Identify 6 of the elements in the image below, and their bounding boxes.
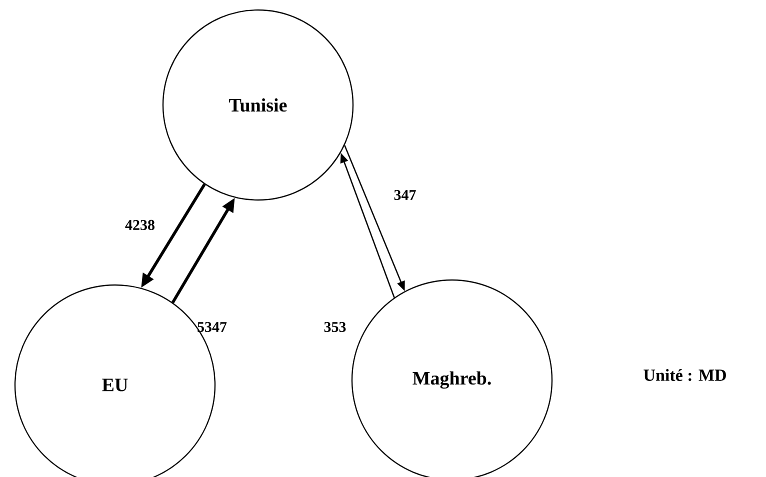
unit-note: Unité : MD (644, 368, 726, 382)
edge-label: 4238 (125, 220, 154, 230)
circle-node: Tunisie (162, 9, 354, 201)
edge-label: 5347 (198, 322, 227, 332)
edge-label: 353 (324, 322, 346, 332)
edge-label: 347 (394, 190, 416, 200)
